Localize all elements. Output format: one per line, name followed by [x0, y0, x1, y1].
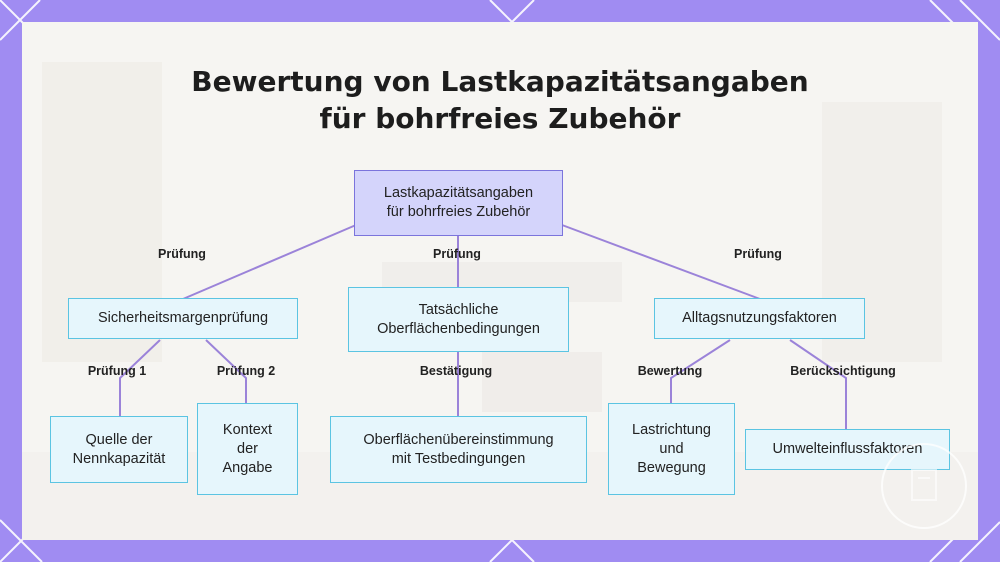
- node-load-direction: Lastrichtung und Bewegung: [608, 403, 735, 495]
- node-surface-match-label: Oberflächenübereinstimmung mit Testbedin…: [363, 431, 554, 467]
- edge-label-root-surface: Prüfung: [433, 247, 481, 261]
- edge-label-safety-source: Prüfung 1: [87, 364, 147, 378]
- node-environmental-factors-label: Umwelteinflussfaktoren: [772, 441, 923, 457]
- watermark-logo: [881, 443, 967, 529]
- node-environmental-factors: Umwelteinflussfaktoren: [745, 429, 950, 470]
- edge-daily-environment: [789, 339, 847, 429]
- edge-safety-source: [119, 339, 161, 416]
- edge-label-daily-environment: Berücksichtigung: [790, 364, 896, 378]
- title-line-2: für bohrfreies Zubehör: [319, 102, 681, 135]
- node-rated-capacity-source-label: Quelle der Nennkapazität: [72, 431, 166, 467]
- node-root-label: Lastkapazitätsangaben für bohrfreies Zub…: [383, 185, 534, 220]
- node-root: Lastkapazitätsangaben für bohrfreies Zub…: [354, 170, 563, 236]
- edge-safety-context: [205, 339, 247, 403]
- edge-root-safety: [182, 224, 357, 300]
- node-surface-conditions-label: Tatsächliche Oberflächenbedingungen: [377, 301, 540, 337]
- node-claim-context: Kontext der Angabe: [197, 403, 298, 495]
- edge-label-daily-direction: Bewertung: [637, 364, 703, 378]
- node-rated-capacity-source: Quelle der Nennkapazität: [50, 416, 188, 483]
- node-load-direction-label: Lastrichtung und Bewegung: [632, 421, 711, 476]
- edge-root-daily: [561, 224, 761, 300]
- edge-daily-direction: [670, 339, 731, 403]
- node-surface-match: Oberflächenübereinstimmung mit Testbedin…: [330, 416, 587, 483]
- node-daily-factors: Alltagsnutzungsfaktoren: [654, 298, 865, 339]
- node-daily-factors-label: Alltagsnutzungsfaktoren: [682, 310, 837, 326]
- node-safety-margin: Sicherheitsmargenprüfung: [68, 298, 298, 339]
- edge-label-surface-match: Bestätigung: [419, 364, 493, 378]
- title-line-1: Bewertung von Lastkapazitätsangaben: [191, 65, 809, 98]
- edge-label-safety-context: Prüfung 2: [216, 364, 276, 378]
- node-claim-context-label: Kontext der Angabe: [222, 421, 273, 476]
- edge-label-root-daily: Prüfung: [734, 247, 782, 261]
- page-title: Bewertung von Lastkapazitätsangaben für …: [0, 63, 1000, 137]
- node-surface-conditions: Tatsächliche Oberflächenbedingungen: [348, 287, 569, 352]
- node-safety-margin-label: Sicherheitsmargenprüfung: [97, 310, 269, 326]
- edge-label-root-safety: Prüfung: [158, 247, 206, 261]
